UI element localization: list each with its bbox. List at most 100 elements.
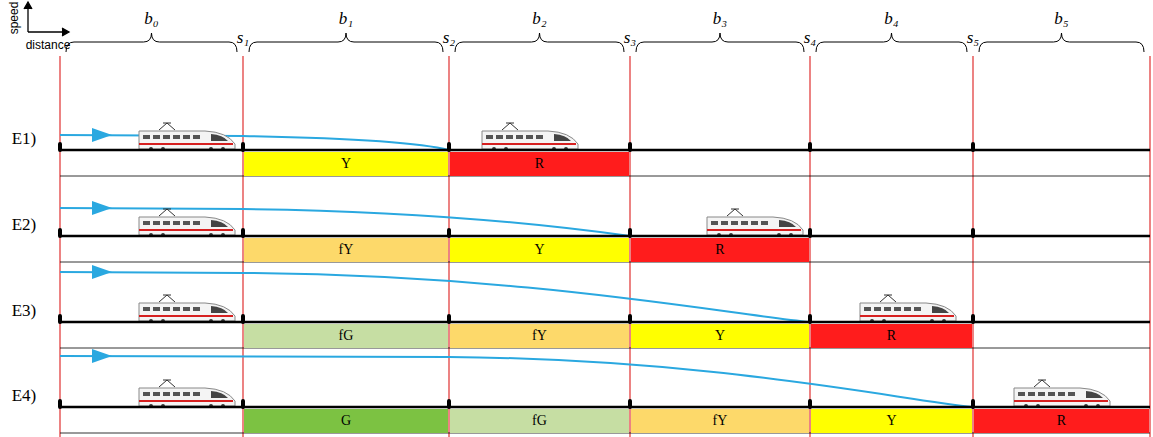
train-icon [860, 295, 956, 323]
signal-label: s₄ [804, 29, 817, 46]
signal-marker [971, 399, 975, 409]
aspect-label: G [341, 413, 351, 429]
signal-marker [447, 228, 451, 238]
signal-aspect-cell: fG [450, 409, 629, 433]
axis-label: distance [26, 39, 71, 51]
row-separator [60, 433, 1150, 434]
aspect-label: Y [341, 156, 351, 172]
signal-aspect-cell: Y [450, 238, 629, 262]
signal-marker [971, 314, 975, 324]
block-label: b₅ [1054, 10, 1068, 27]
signal-marker [58, 228, 62, 238]
signal-marker [808, 314, 812, 324]
aspect-label: fY [532, 328, 547, 344]
block-brace [249, 33, 443, 52]
signal-marker [628, 228, 632, 238]
signal-marker [971, 228, 975, 238]
speed-curve [60, 208, 630, 236]
signal-line [1149, 56, 1150, 437]
train-icon [139, 380, 235, 408]
signal-aspect-cell: R [811, 324, 972, 348]
row-separator [60, 348, 1150, 349]
signal-marker [58, 314, 62, 324]
signal-marker [447, 314, 451, 324]
aspect-label: R [715, 242, 724, 258]
direction-arrow [92, 128, 112, 142]
block-brace [66, 33, 237, 52]
signal-aspect-cell: Y [811, 409, 972, 433]
signal-aspect-cell: fG [244, 324, 448, 348]
signal-line [59, 56, 60, 437]
block-label: b₃ [713, 10, 727, 27]
block-brace [816, 33, 967, 52]
aspect-label: fG [532, 413, 547, 429]
signal-label: s₁ [237, 29, 250, 46]
row-separator [60, 262, 1150, 263]
signal-label: s₂ [443, 29, 456, 46]
row-label: E2) [12, 216, 37, 233]
signal-aspect-cell: R [631, 238, 809, 262]
aspect-label: R [1057, 413, 1066, 429]
speed-curve [60, 135, 449, 150]
signal-marker [58, 399, 62, 409]
signal-marker [447, 399, 451, 409]
block-brace [979, 33, 1144, 52]
block-braces [66, 33, 1144, 52]
signal-aspect-cell: fY [244, 238, 448, 262]
signal-aspect-cell: R [974, 409, 1149, 433]
signal-marker [808, 228, 812, 238]
block-label: b₀ [144, 10, 158, 27]
aspect-label: fY [713, 413, 728, 429]
aspect-label: Y [534, 242, 544, 258]
axis-icon [24, 2, 69, 36]
train-icon [1014, 380, 1110, 408]
signal-label: s₅ [967, 29, 980, 46]
signal-aspect-cell: Y [244, 152, 448, 176]
aspect-label: Y [715, 328, 725, 344]
signal-line [809, 56, 810, 437]
block-label: b₄ [884, 10, 898, 27]
direction-arrow [92, 349, 112, 363]
signal-marker [808, 142, 812, 152]
signal-aspect-cell: G [244, 409, 448, 433]
signal-lines [60, 56, 1150, 437]
signal-marker [241, 314, 245, 324]
signal-label: s₃ [624, 29, 637, 46]
signal-marker [447, 142, 451, 152]
signal-aspect-cell: R [450, 152, 629, 176]
signal-marker [971, 142, 975, 152]
signal-marker [628, 399, 632, 409]
signal-aspect-cell: fY [631, 409, 809, 433]
signal-marker [241, 142, 245, 152]
aspect-label: fG [339, 328, 354, 344]
aspect-label: R [535, 156, 544, 172]
aspect-label: fY [339, 242, 354, 258]
signal-aspect-cell: Y [631, 324, 809, 348]
signal-marker [58, 142, 62, 152]
signal-marker [241, 399, 245, 409]
row-separator [60, 176, 1150, 177]
signal-marker [241, 228, 245, 238]
row-label: E1) [12, 130, 37, 147]
row-label: E3) [12, 302, 37, 319]
signal-marker [808, 399, 812, 409]
train-icon [707, 209, 803, 237]
train-icon [139, 123, 235, 151]
signal-marker [628, 142, 632, 152]
direction-arrow [92, 265, 112, 279]
aspect-label: Y [886, 413, 896, 429]
direction-arrow [92, 201, 112, 215]
track-rows [58, 123, 1150, 433]
block-label: b₁ [339, 10, 353, 27]
row-label: E4) [12, 387, 37, 404]
signal-line [972, 56, 973, 437]
axis-label: speed [8, 2, 20, 35]
block-label: b₂ [532, 10, 546, 27]
speed-curve [60, 272, 810, 322]
signal-marker [628, 314, 632, 324]
train-icon [139, 295, 235, 323]
train-icon [482, 123, 578, 151]
train-icon [139, 209, 235, 237]
